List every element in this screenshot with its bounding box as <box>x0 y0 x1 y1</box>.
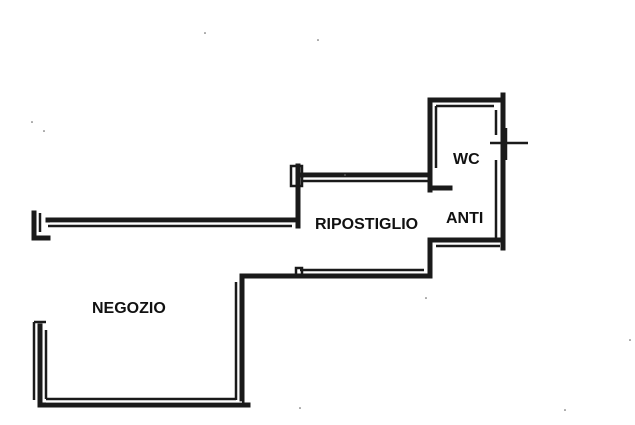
room-label-wc: WC <box>453 151 480 168</box>
left-upper-wall-stub <box>31 210 51 241</box>
room-label-negozio: NEGOZIO <box>92 300 166 317</box>
negozio-left-wall <box>32 320 48 408</box>
negozio-bottom-wall <box>37 397 251 408</box>
room-label-ripostiglio: RIPOSTIGLIO <box>315 216 418 233</box>
negozio-top-wall <box>45 217 301 228</box>
ripostiglio-top-wall <box>299 172 433 183</box>
wc-anti-walls <box>427 92 506 279</box>
negozio-stepped-wall <box>234 266 433 408</box>
room-label-anti: ANTI <box>446 210 483 227</box>
cross-mark <box>490 128 528 160</box>
scan-specks <box>31 32 631 411</box>
